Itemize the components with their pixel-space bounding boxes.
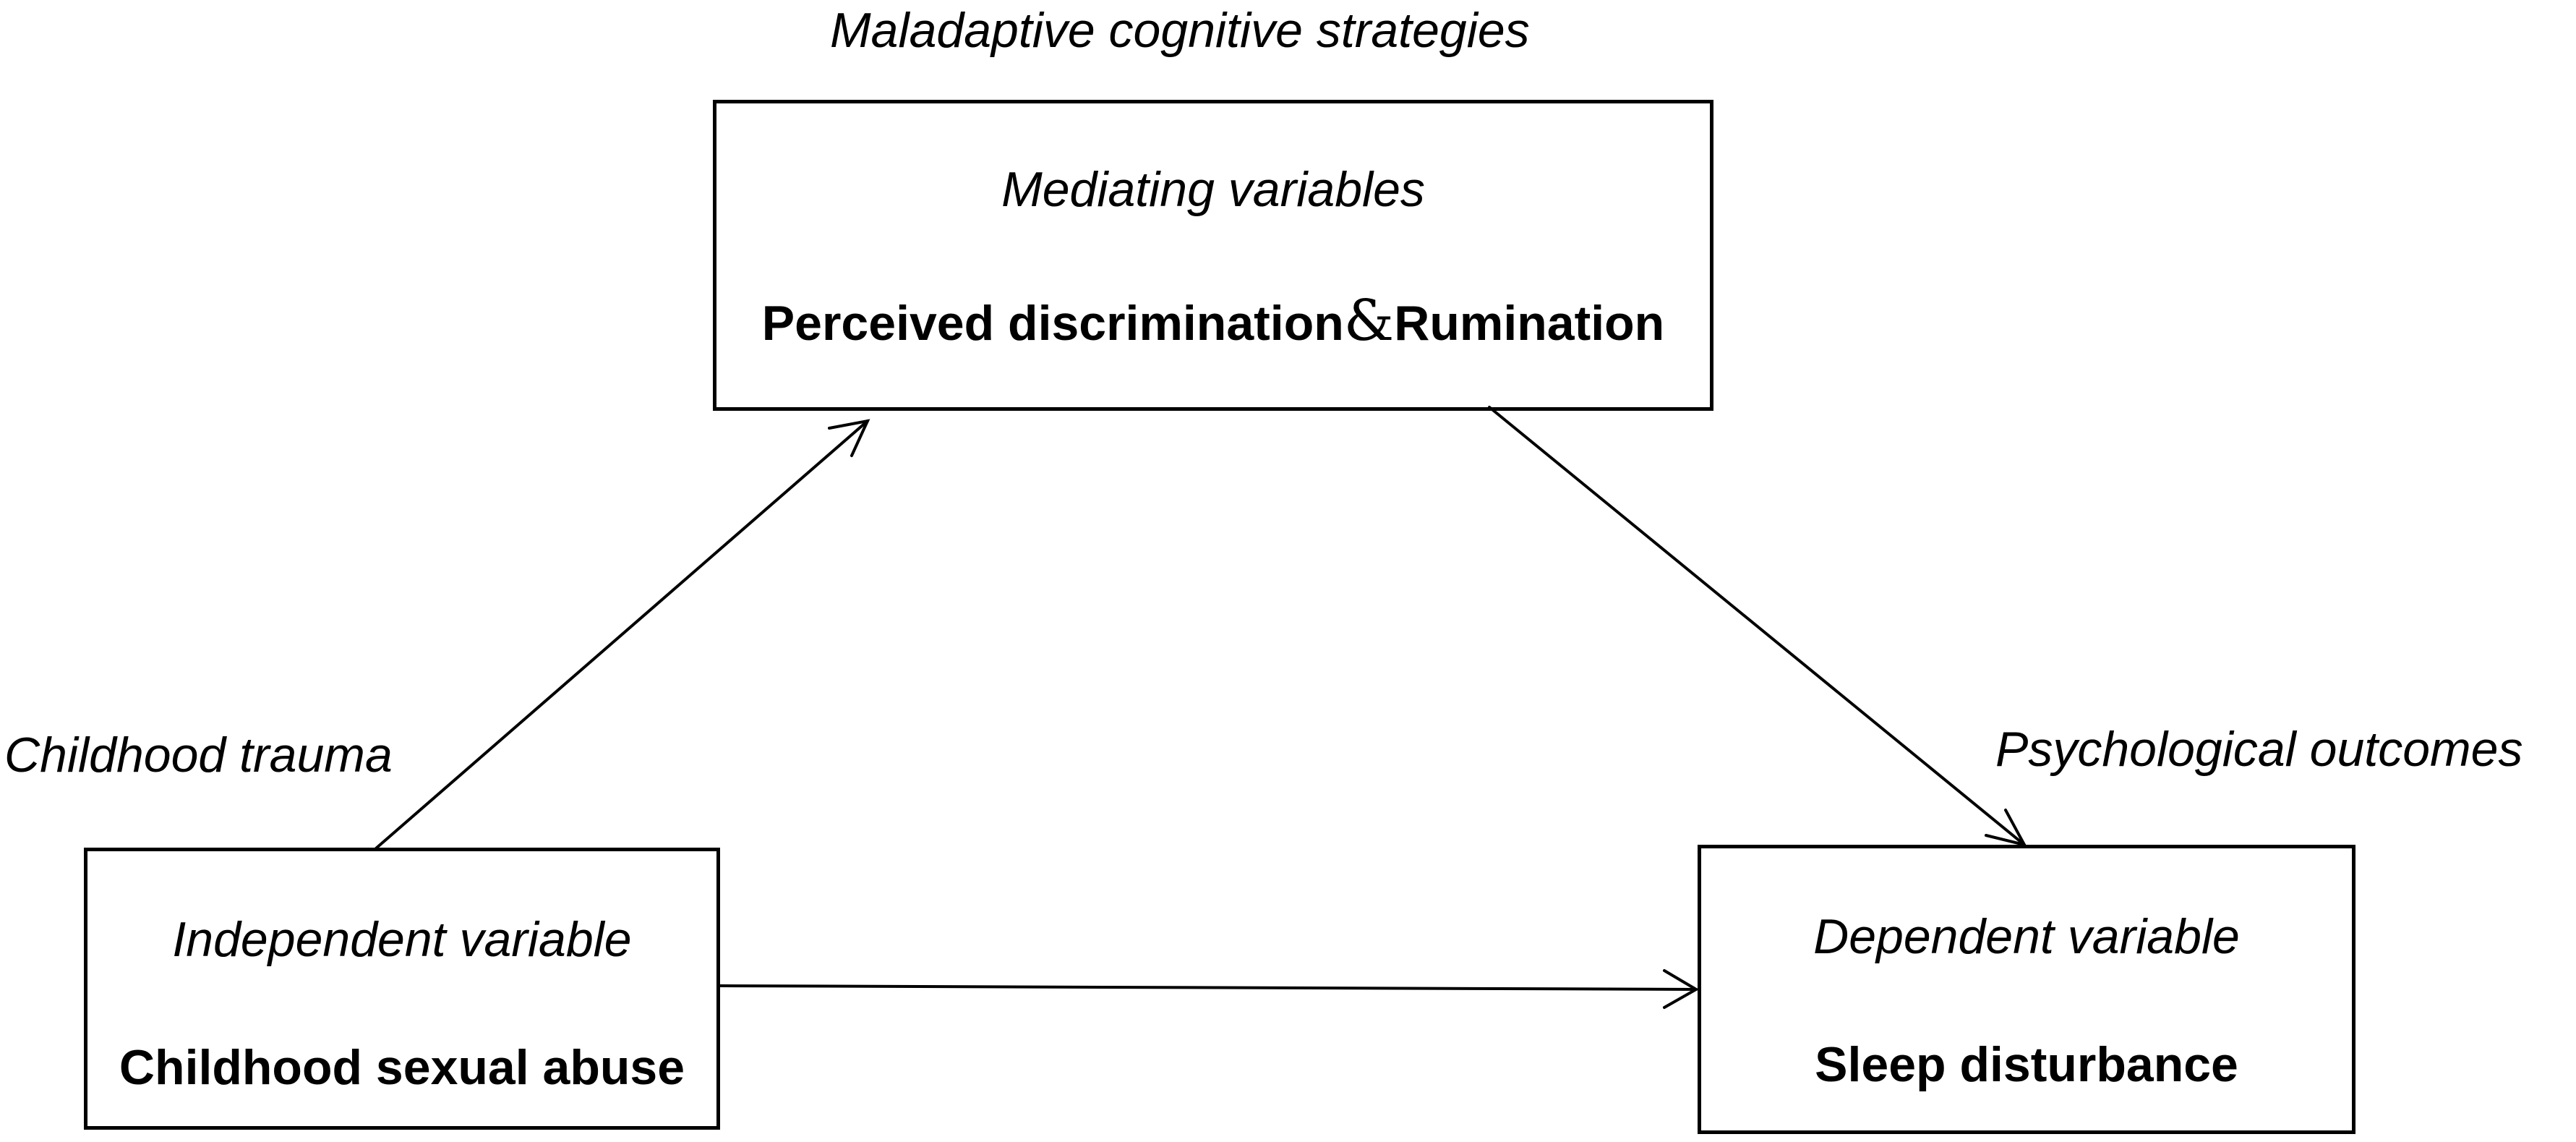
mediator-name-part2: Rumination [1394,296,1665,351]
mediator-box: Mediating variables Perceived discrimina… [713,100,1713,411]
mediator-name-part1: Perceived discrimination [761,296,1344,351]
top-label: Maladaptive cognitive strategies [830,3,1530,58]
right-label: Psychological outcomes [1995,722,2523,777]
independent-box: Independent variable Childhood sexual ab… [84,848,720,1130]
arrow-independent-to-dependent [719,984,1698,991]
arrowhead-independent-to-dependent [1663,969,1699,1009]
dependent-name: Sleep disturbance [1815,1037,2238,1092]
arrow-independent-to-mediator [375,419,869,850]
independent-name: Childhood sexual abuse [119,1040,685,1095]
mediator-name: Perceived discrimination&Rumination [716,293,1710,349]
dependent-role: Dependent variable [1813,909,2240,964]
mediator-role: Mediating variables [1001,162,1425,217]
left-label: Childhood trauma [4,728,393,783]
ampersand: & [1343,289,1395,354]
independent-role: Independent variable [172,912,632,967]
arrowhead-independent-to-mediator [828,419,870,457]
arrow-mediator-to-dependent [1488,406,2026,846]
arrowhead-mediator-to-dependent [1985,809,2027,848]
